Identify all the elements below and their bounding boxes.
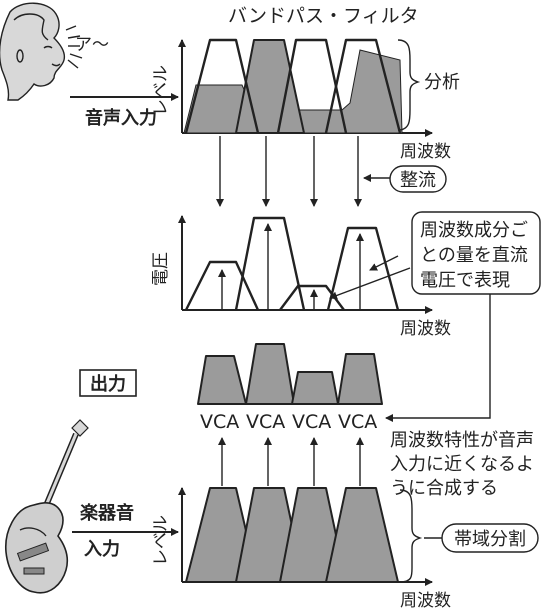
synth-line-1: 周波数特性が音声 xyxy=(390,430,534,451)
output-spectrum xyxy=(197,343,383,405)
guitar-icon xyxy=(5,419,89,594)
output-box xyxy=(79,369,137,397)
output-band-3 xyxy=(291,371,339,405)
voice-sound-label: ア〜 xyxy=(75,35,109,55)
voltage-band-1 xyxy=(184,260,260,311)
bandpass-filter-1 xyxy=(184,38,260,134)
band-split-graph xyxy=(178,487,433,586)
vca-input-arrows xyxy=(218,437,364,486)
analysis-filter-graph xyxy=(178,38,433,137)
voltage-graph xyxy=(178,215,433,314)
freq-label-bottom: 周波数 xyxy=(400,591,451,611)
synth-line-3: うに合成する xyxy=(390,478,498,499)
y-axis-voltage: 電圧 xyxy=(151,252,171,286)
vca-3: VCA xyxy=(292,411,331,433)
voice-spectrum-area xyxy=(183,49,403,134)
rectify-callout xyxy=(389,165,447,193)
split-band-3 xyxy=(279,487,347,583)
note-line-3: 電圧で表現 xyxy=(420,270,510,291)
y-axis-level-bottom: レベル xyxy=(151,515,171,566)
voice-input-label: 音声入力 xyxy=(85,107,157,129)
analysis-brace xyxy=(397,39,421,131)
freq-label-top: 周波数 xyxy=(400,142,451,162)
instrument-label-2: 入力 xyxy=(84,539,120,560)
bandpass-filter-title: バンドパス・フィルタ xyxy=(228,5,419,27)
band-split-brace xyxy=(399,489,423,583)
rectify-arrows xyxy=(216,136,362,207)
note-line-2: との量を直流 xyxy=(420,245,528,266)
band-split-callout xyxy=(441,523,539,553)
split-band-4 xyxy=(325,487,399,583)
y-axis-level-top: レベル xyxy=(151,65,171,116)
dc-voltage-callout xyxy=(411,211,541,295)
bandpass-filter-4 xyxy=(324,38,402,134)
speaker-face-icon xyxy=(0,2,83,101)
rectify-label: 整流 xyxy=(400,170,436,191)
band-split-label: 帯域分割 xyxy=(454,529,526,550)
vca-4: VCA xyxy=(338,411,377,433)
callout-connector xyxy=(385,294,491,422)
voltage-band-4 xyxy=(326,226,400,311)
output-label: 出力 xyxy=(90,373,126,395)
output-band-4 xyxy=(337,353,383,405)
vca-1: VCA xyxy=(200,411,239,433)
synth-line-2: 入力に近くなるよ xyxy=(390,454,534,475)
voltage-band-2 xyxy=(234,216,306,311)
note-line-1: 周波数成分ご xyxy=(420,220,528,241)
analysis-label: 分析 xyxy=(424,72,460,93)
vca-2: VCA xyxy=(246,411,285,433)
freq-label-middle: 周波数 xyxy=(400,319,451,339)
output-band-1 xyxy=(197,355,247,405)
output-band-2 xyxy=(245,343,295,405)
voltage-band-3 xyxy=(279,284,345,311)
instrument-label-1: 楽器音 xyxy=(80,502,134,524)
